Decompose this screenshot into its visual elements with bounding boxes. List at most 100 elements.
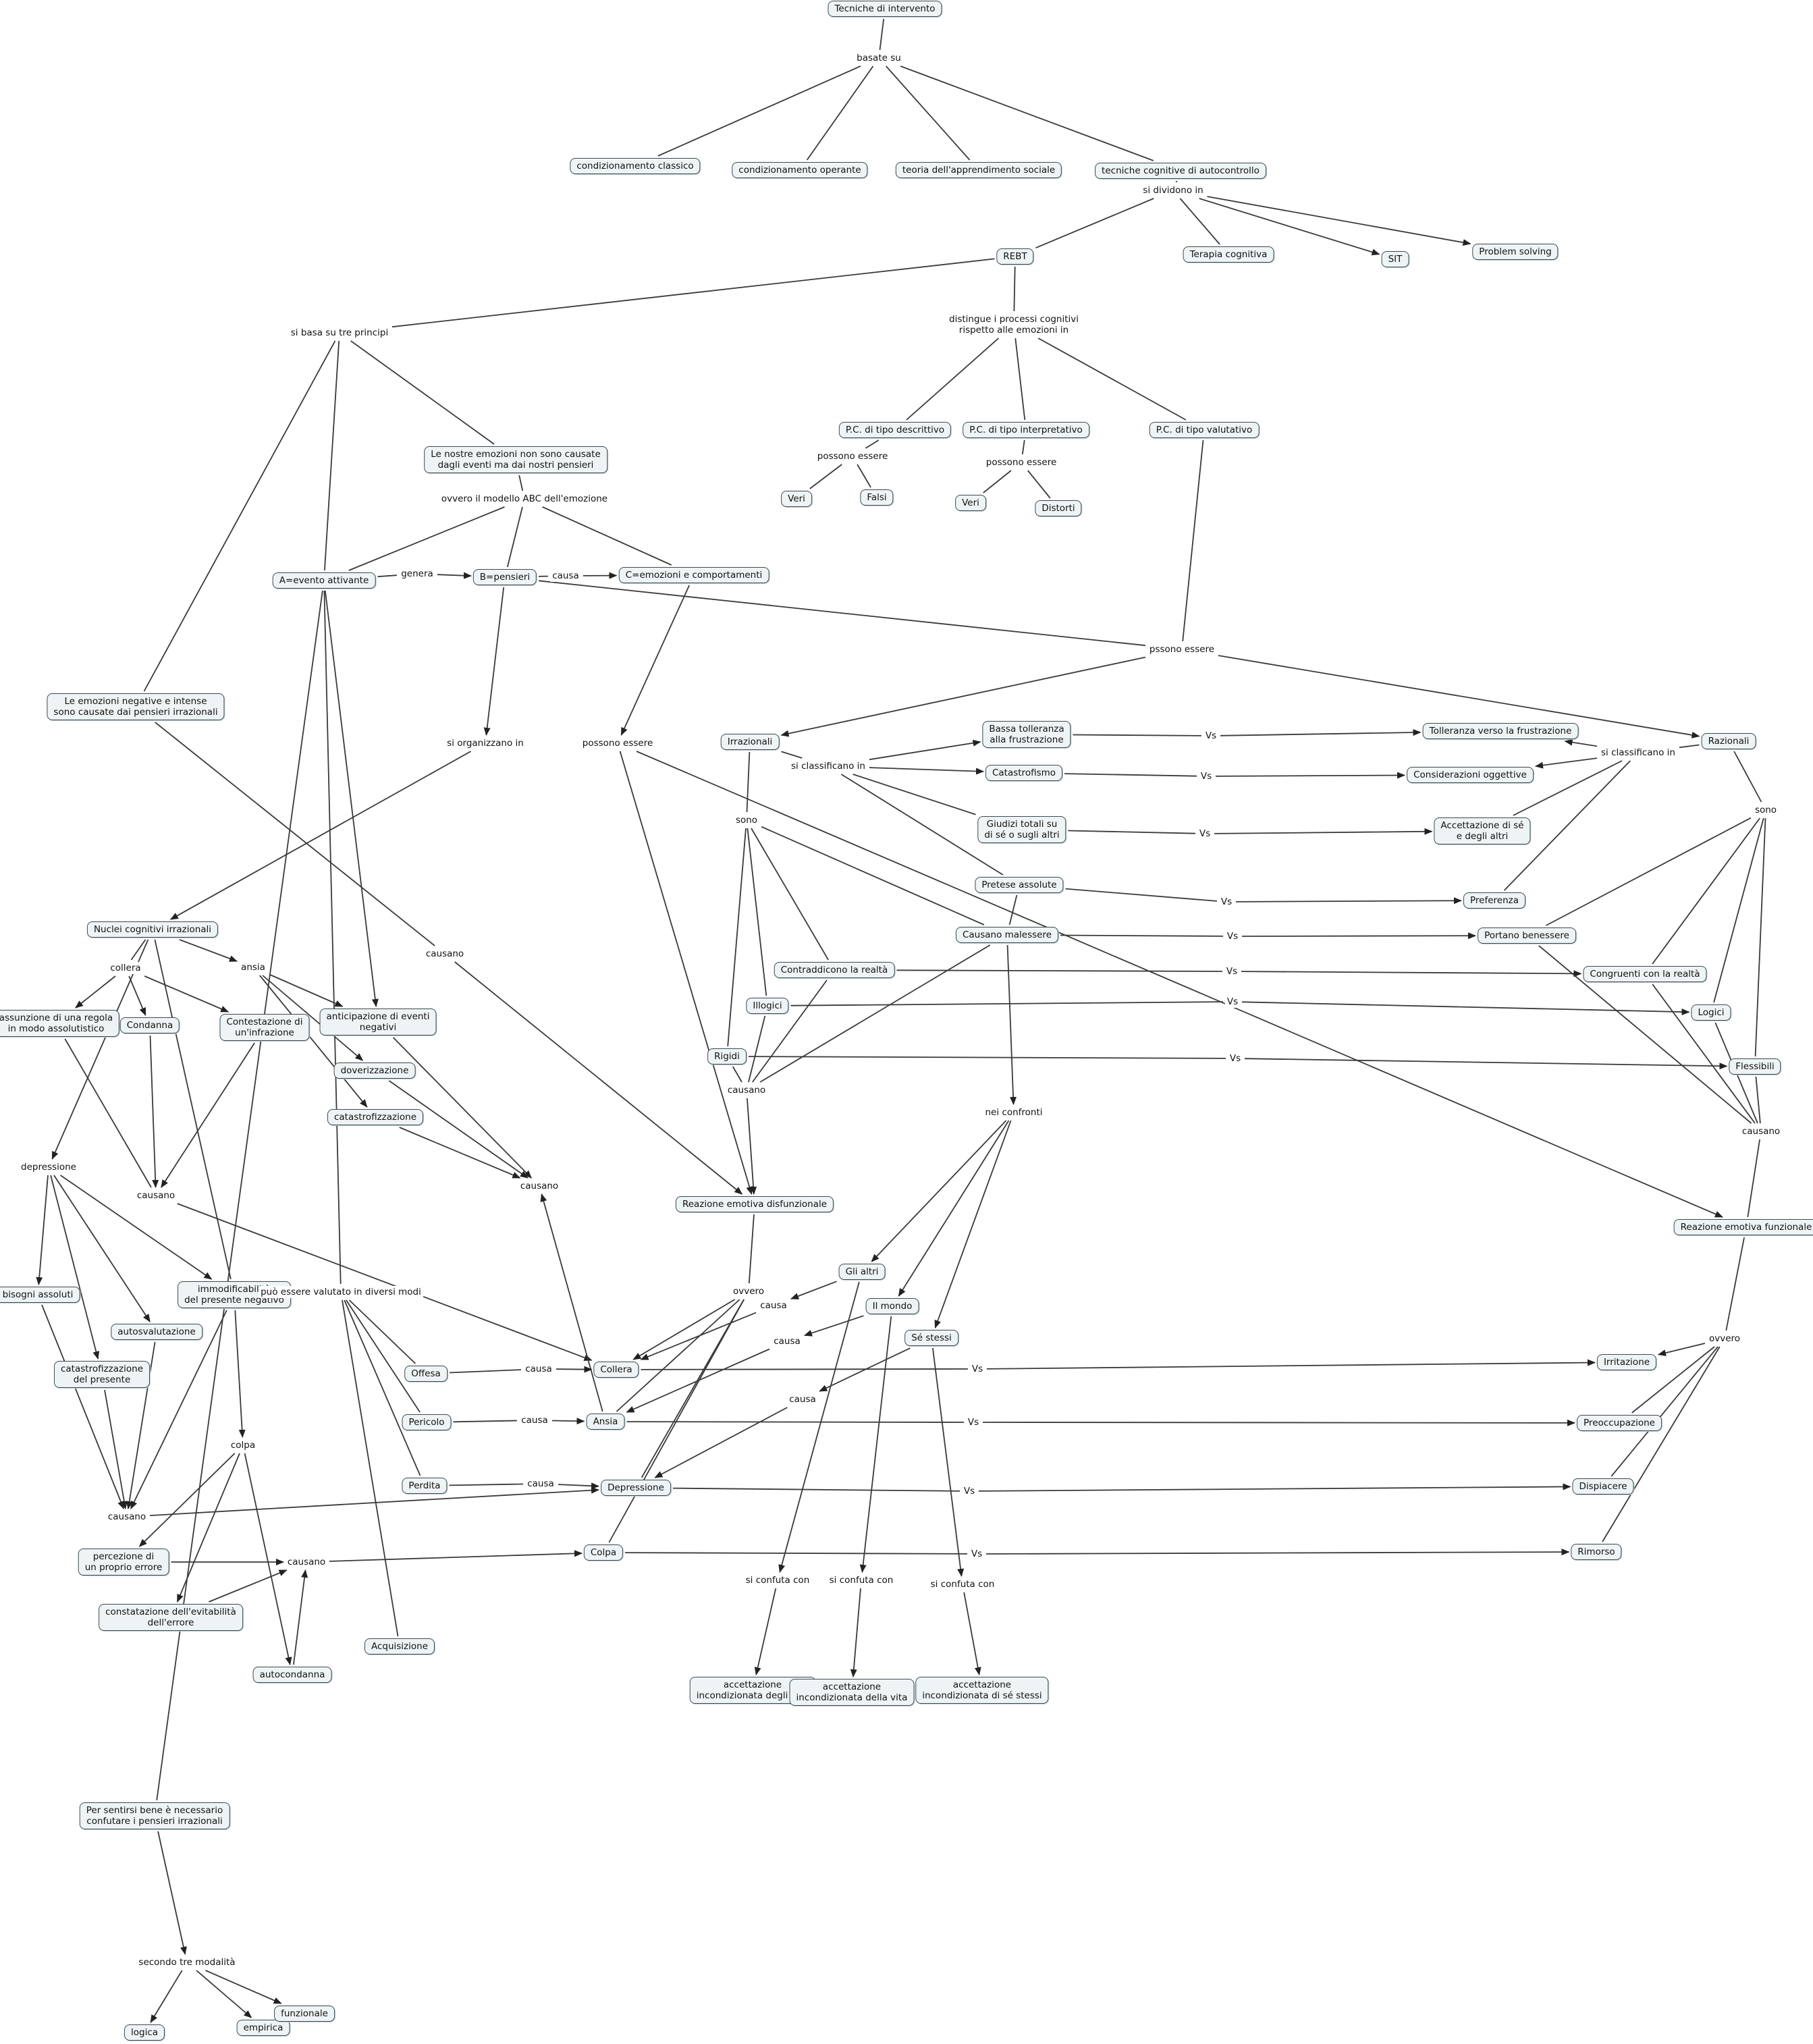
concept-node-colpa[interactable]: Colpa [583,1544,624,1561]
concept-node-problem-solving[interactable]: Problem solving [1472,244,1559,260]
concept-node-rimorso[interactable]: Rimorso [1571,1544,1622,1560]
linking-phrase-vs3: Vs [1197,828,1213,840]
concept-node-empirica[interactable]: empirica [236,2020,290,2036]
concept-node-causano-mal[interactable]: Causano malessere [955,927,1059,943]
edge-a-evento-to-genera [377,574,398,578]
concept-node-rigidi[interactable]: Rigidi [707,1048,747,1065]
edge-irrazionali-to-si-classificano-irr [781,751,803,759]
concept-node-dispiacere[interactable]: Dispiacere [1572,1478,1634,1495]
concept-node-veri-2[interactable]: Veri [955,495,986,511]
concept-node-irrazionali[interactable]: Irrazionali [720,734,780,750]
concept-node-tecniche[interactable]: Tecniche di intervento [828,1,942,17]
concept-node-gli-altri[interactable]: Gli altri [838,1264,886,1280]
concept-node-catastrofizzazione[interactable]: catastrofizzazione [327,1109,424,1125]
concept-node-contraddicono[interactable]: Contraddicono la realtà [774,962,895,978]
concept-node-teoria-app[interactable]: teoria dell'apprendimento sociale [895,162,1062,178]
concept-node-reazione-fun[interactable]: Reazione emotiva funzionale [1673,1219,1813,1235]
edge-vs6-to-congruenti [1241,970,1582,977]
linking-phrase-si-organizzano: si organizzano in [445,737,526,749]
concept-node-pericolo[interactable]: Pericolo [402,1414,452,1430]
concept-node-pc-valut[interactable]: P.C. di tipo valutativo [1149,422,1260,438]
concept-node-razionali[interactable]: Razionali [1701,733,1756,749]
edge-si-dividono-to-sit [1199,198,1380,256]
linking-phrase-causa-altri: causa [758,1299,789,1312]
concept-node-catastrofismo[interactable]: Catastrofismo [985,765,1063,781]
concept-node-pc-descr[interactable]: P.C. di tipo descrittivo [838,422,952,438]
concept-node-offesa[interactable]: Offesa [404,1366,448,1382]
edge-nuclei-to-immodif [154,939,232,1280]
concept-node-irritazione[interactable]: Irritazione [1596,1354,1657,1370]
edge-collera-l-to-contestazione [144,975,229,1013]
concept-node-pc-interp[interactable]: P.C. di tipo interpretativo [963,422,1089,438]
edge-il-mondo-to-confuta2 [859,1316,892,1573]
concept-node-veri-1[interactable]: Veri [781,491,812,507]
concept-node-autocondanna[interactable]: autocondanna [252,1667,332,1683]
concept-node-terapia-cog[interactable]: Terapia cognitiva [1183,246,1274,263]
concept-node-depressione[interactable]: Depressione [601,1480,671,1496]
edge-pretese-to-vs4 [1065,888,1218,902]
concept-node-portano-ben[interactable]: Portano benessere [1478,927,1576,944]
edge-bassa-toll-to-vs1 [1073,734,1202,736]
concept-node-bisogni[interactable]: bisogni assoluti [0,1287,80,1303]
concept-node-acquisizione[interactable]: Acquisizione [364,1638,435,1655]
linking-phrase-causano-collera: causano [134,1189,178,1202]
concept-node-illogici[interactable]: Illogici [746,998,789,1014]
concept-node-flessibili[interactable]: Flessibili [1729,1058,1781,1075]
concept-node-se-stessi[interactable]: Sé stessi [904,1330,958,1346]
linking-phrase-si-classificano-irr: si classificano in [789,760,867,772]
edge-illogici-to-causano-irr [748,1015,766,1083]
concept-node-doverizzazione[interactable]: doverizzazione [333,1063,416,1079]
linking-phrase-vs7: Vs [1224,996,1241,1008]
concept-node-sit[interactable]: SIT [1381,251,1409,267]
concept-node-autovalut[interactable]: autosvalutazione [111,1324,202,1340]
linking-phrase-confuta2: si confuta con [827,1574,896,1586]
concept-node-condanna[interactable]: Condanna [119,1017,180,1033]
concept-node-pretese[interactable]: Pretese assolute [975,877,1064,893]
concept-node-preoccupazione[interactable]: Preoccupazione [1577,1415,1662,1431]
concept-node-reazione-dis[interactable]: Reazione emotiva disfunzionale [675,1196,834,1212]
concept-node-falsi[interactable]: Falsi [860,489,894,506]
concept-node-rebt[interactable]: REBT [996,248,1034,265]
concept-node-tecn-cognitive[interactable]: tecniche cognitive di autocontrollo [1095,163,1266,179]
concept-node-ansia[interactable]: Ansia [586,1414,625,1430]
edge-distingue-to-pc-valut [1037,338,1187,421]
concept-node-cond-operante[interactable]: condizionamento operante [732,162,868,178]
concept-node-collera[interactable]: Collera [593,1362,639,1378]
concept-node-logici[interactable]: Logici [1691,1004,1731,1021]
linking-phrase-vs2: Vs [1198,770,1214,782]
concept-node-b-pensieri[interactable]: B=pensieri [472,569,537,585]
concept-node-toll-frust[interactable]: Tolleranza verso la frustrazione [1422,723,1579,739]
concept-node-preferenza[interactable]: Preferenza [1463,892,1525,909]
edge-ovvero-abc-to-c-emozioni [542,506,672,566]
concept-node-perdita[interactable]: Perdita [402,1478,448,1494]
concept-node-congruenti[interactable]: Congruenti con la realtà [1583,966,1707,982]
concept-node-logica[interactable]: logica [124,2024,165,2041]
concept-node-cond-classico[interactable]: condizionamento classico [570,158,701,174]
concept-node-distorti[interactable]: Distorti [1035,500,1082,516]
concept-node-c-emozioni[interactable]: C=emozioni e comportamenti [618,567,769,583]
edge-vs7-to-logici [1241,1001,1690,1016]
edge-a-evento-to-anticipazione [324,590,379,1007]
concept-node-consid-ogg[interactable]: Considerazioni oggettive [1407,767,1534,783]
edge-catastrofismo-to-vs2 [1064,773,1197,777]
linking-phrase-pssono: pssono essere [1147,643,1217,655]
concept-node-il-mondo[interactable]: Il mondo [865,1298,919,1314]
concept-node-funzionale[interactable]: funzionale [274,2006,335,2022]
concept-node-nuclei[interactable]: Nuclei cognitivi irrazionali [86,921,219,938]
concept-node-a-evento[interactable]: A=evento attivante [272,572,376,589]
